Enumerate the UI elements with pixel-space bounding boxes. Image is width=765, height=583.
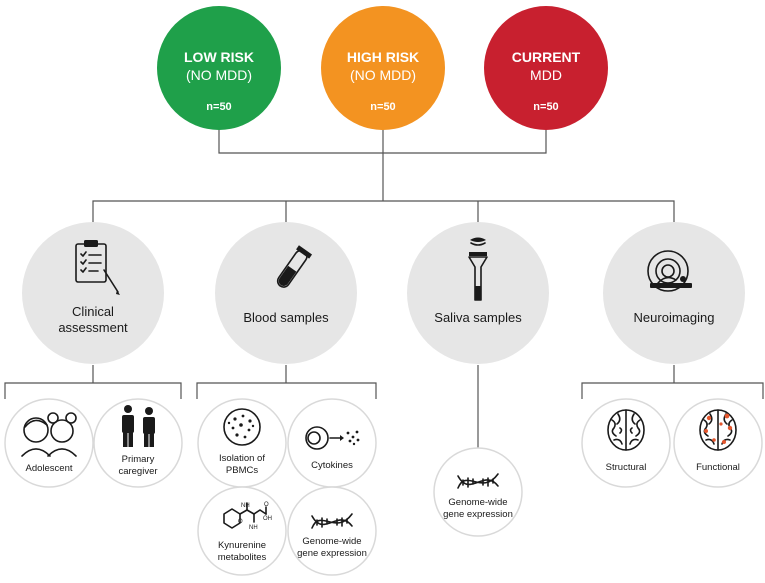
petri-dish-icon	[223, 408, 261, 446]
subitem-isolation-of-pbmcs: Isolation of PBMCs	[197, 398, 287, 488]
subitem-kynurenine-metabolites: NH NH OH O O Kynurenine metabolites	[197, 486, 287, 576]
clipboard-icon	[75, 240, 120, 295]
group-subtitle: (NO MDD)	[186, 67, 252, 83]
subitem-label: Cytokines	[311, 460, 353, 471]
subitem-label: Primary	[122, 454, 155, 465]
adolescents-icon	[21, 412, 77, 457]
caregivers-icon	[122, 405, 155, 447]
group-current-mdd: CURRENT MDD n=50	[484, 6, 608, 130]
dna-icon	[457, 473, 499, 489]
formula-nh2-bottom: NH	[249, 525, 258, 531]
group-high-risk: HIGH RISK (NO MDD) n=50	[321, 6, 445, 130]
group-title: LOW RISK	[184, 49, 254, 65]
subitem-label: Functional	[696, 462, 740, 473]
subitem-functional: Functional	[673, 398, 763, 488]
category-label-line2: assessment	[58, 320, 128, 335]
cell-cytokines-icon	[305, 426, 360, 450]
saliva-funnel-icon	[468, 237, 488, 301]
group-subtitle: (NO MDD)	[350, 67, 416, 83]
group-title: HIGH RISK	[347, 49, 419, 65]
subitem-label: Adolescent	[25, 463, 72, 474]
formula-o-right: O	[264, 502, 269, 508]
category-label: Neuroimaging	[634, 310, 715, 325]
subitem-label: Kynurenine	[218, 540, 266, 551]
molecule-icon: NH NH OH O O	[223, 502, 272, 531]
formula-oh: OH	[263, 516, 272, 522]
formula-nh2-top: NH	[241, 503, 250, 509]
group-title: CURRENT	[512, 49, 581, 65]
formula-o-left: O	[238, 519, 243, 525]
group-n: n=50	[533, 101, 558, 113]
subitem-adolescent: Adolescent	[4, 398, 94, 488]
subitem-genome-wide-saliva: Genome-wide gene expression	[433, 447, 523, 537]
subitem-label: Genome-wide	[448, 497, 507, 508]
subitem-genome-wide-blood: Genome-wide gene expression	[287, 486, 377, 576]
group-low-risk: LOW RISK (NO MDD) n=50	[157, 6, 281, 130]
dna-icon	[311, 513, 353, 529]
subitem-label-line2: caregiver	[118, 466, 157, 477]
category-neuroimaging: Neuroimaging	[603, 222, 745, 364]
subitem-label-line2: PBMCs	[226, 465, 258, 476]
subitem-label: Structural	[606, 462, 647, 473]
category-blood-samples: Blood samples	[215, 222, 357, 364]
group-n: n=50	[206, 101, 231, 113]
subitem-primary-caregiver: Primary caregiver	[93, 398, 183, 488]
category-label: Blood samples	[243, 310, 329, 325]
category-label: Clinical	[72, 304, 114, 319]
brain-icon	[607, 409, 645, 451]
mri-scanner-icon	[647, 250, 692, 292]
subitem-cytokines: Cytokines	[287, 398, 377, 488]
category-clinical-assessment: Clinical assessment	[22, 222, 164, 364]
category-label: Saliva samples	[434, 310, 522, 325]
subitem-label: Genome-wide	[302, 536, 361, 547]
subitem-label: Isolation of	[219, 453, 265, 464]
test-tube-icon	[276, 245, 313, 288]
category-saliva-samples: Saliva samples	[407, 222, 549, 364]
subitem-structural: Structural	[581, 398, 671, 488]
connector-lines	[4, 112, 764, 448]
group-n: n=50	[370, 101, 395, 113]
brain-activity-icon	[699, 409, 737, 451]
subitem-label-line2: gene expression	[297, 548, 367, 559]
subitem-label-line2: gene expression	[443, 509, 513, 520]
subitem-label-line2: metabolites	[218, 552, 267, 563]
group-subtitle: MDD	[530, 67, 562, 83]
